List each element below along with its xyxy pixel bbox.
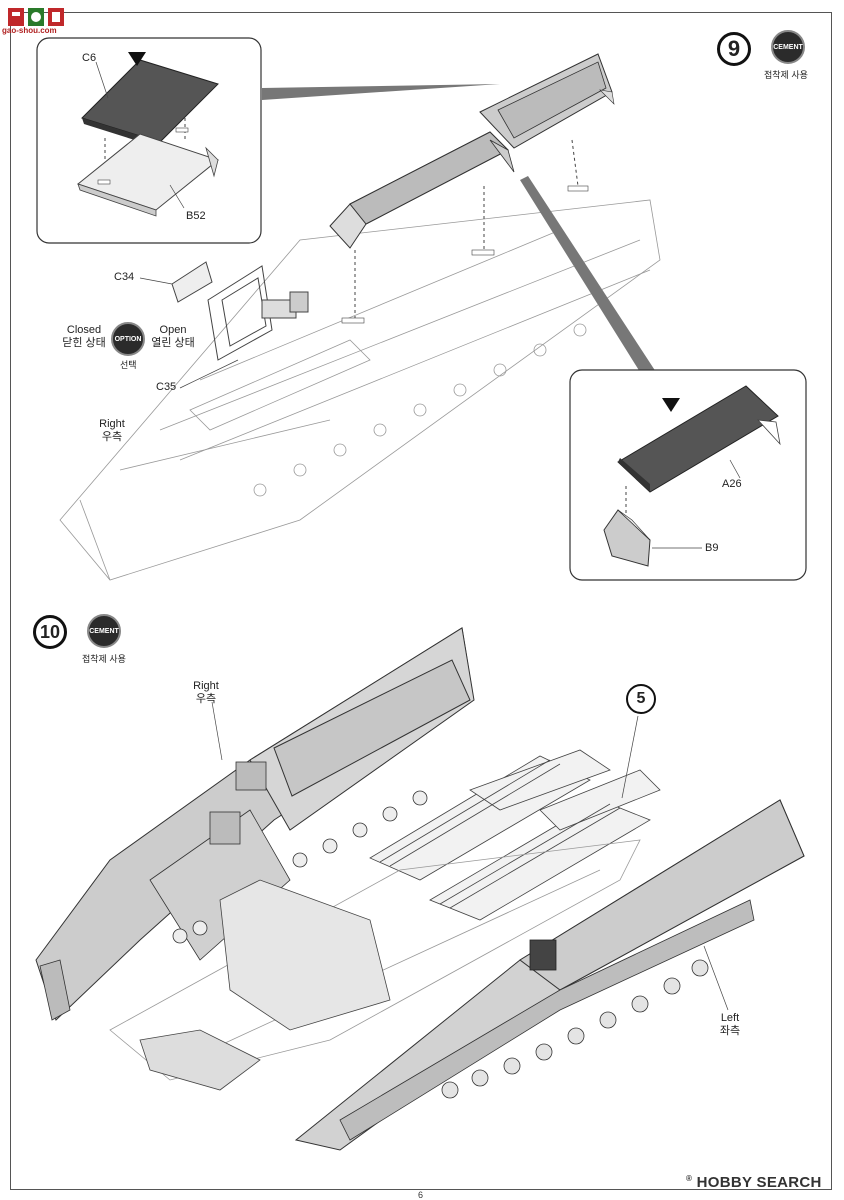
bench-assembly	[369, 749, 661, 921]
cement-caption-step9: 접착제 사용	[764, 70, 808, 80]
label-a26: A26	[722, 478, 742, 490]
front-plate	[139, 1029, 261, 1091]
option-badge: OPTION	[111, 322, 145, 356]
left-en-step10: Left	[720, 1012, 740, 1024]
label-c34: C34	[114, 271, 135, 283]
hull-step9	[59, 199, 661, 581]
open-ko: 열린 상태	[151, 337, 195, 349]
option-open-label: Open 열린 상태	[148, 324, 198, 350]
callout-wedge-2	[520, 176, 656, 372]
right-en-step10: Right	[193, 680, 219, 692]
part-a26	[617, 385, 779, 493]
inset-box-a26	[569, 369, 807, 581]
page-number: 6	[418, 1190, 424, 1200]
callout-wedge-1	[262, 84, 500, 100]
site-logo-icon	[8, 8, 64, 26]
label-b9: B9	[705, 542, 719, 554]
page-frame	[10, 12, 832, 1190]
part-c34	[171, 261, 213, 303]
cement-caption-step10: 접착제 사용	[82, 654, 126, 664]
label-b52: B52	[186, 210, 206, 222]
label-c6: C6	[82, 52, 97, 64]
front-compartment	[219, 879, 391, 1031]
cement-badge-step9: CEMENT	[771, 30, 805, 64]
right-label-step9: Right 우측	[94, 418, 130, 444]
part-b9	[603, 509, 651, 567]
closed-ko: 닫힌 상태	[62, 337, 106, 349]
step-10-number: 10	[33, 615, 67, 649]
cement-badge-step10: CEMENT	[87, 614, 121, 648]
door-frame	[207, 265, 309, 361]
hull-step10-right-side	[35, 627, 475, 1021]
hull-step10-left-side	[294, 799, 805, 1151]
right-label-step10: Right 우측	[188, 680, 224, 706]
label-c35: C35	[156, 381, 177, 393]
right-ko-step10: 우측	[195, 693, 217, 705]
option-caption: 선택	[120, 360, 137, 370]
hobby-search-watermark: ® HOBBY SEARCH	[686, 1174, 822, 1191]
site-url: gao-shou.com	[2, 26, 57, 35]
hobby-search-mark: ®	[686, 1174, 693, 1183]
step-9-number: 9	[717, 32, 751, 66]
option-closed-label: Closed 닫힌 상태	[60, 324, 108, 350]
ref-step-5: 5	[626, 684, 656, 714]
closed-en: Closed	[66, 324, 102, 336]
left-ko-step10: 좌측	[719, 1025, 741, 1037]
right-en-step9: Right	[99, 418, 125, 430]
open-en: Open	[159, 324, 187, 336]
hobby-search-text: HOBBY SEARCH	[696, 1174, 822, 1191]
right-ko-step9: 우측	[101, 431, 123, 443]
left-label-step10: Left 좌측	[712, 1012, 748, 1038]
